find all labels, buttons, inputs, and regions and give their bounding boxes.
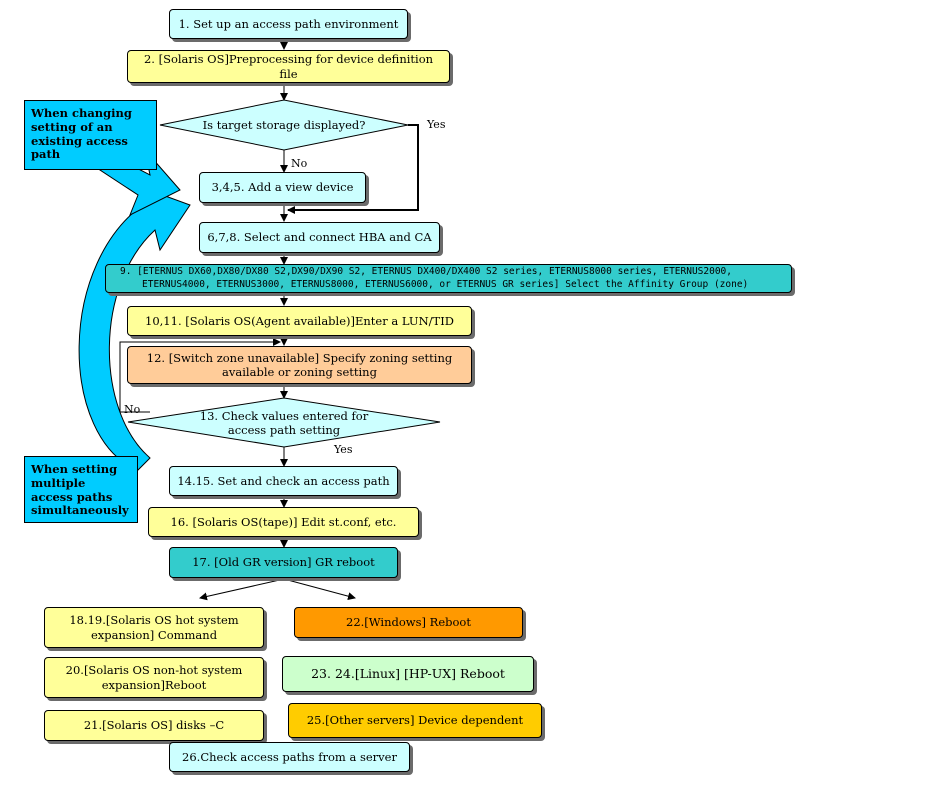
step-1819-box: 18.19.[Solaris OS hot system expansion] … (44, 607, 264, 648)
step-678-box: 6,7,8. Select and connect HBA and CA (199, 222, 440, 253)
callout-changing-setting: When changing setting of an existing acc… (24, 100, 157, 170)
step-1011-box: 10,11. [Solaris OS(Agent available)]Ente… (127, 306, 472, 336)
diamond-check-values-text: 13. Check values entered for access path… (180, 409, 388, 438)
step-2-text: 2. [Solaris OS]Preprocessing for device … (143, 52, 434, 81)
callout-multiple-paths: When setting multiple access paths simul… (24, 456, 138, 523)
step-12-box: 12. [Switch zone unavailable] Specify zo… (127, 346, 472, 384)
step-1819-line2: expansion] Command (90, 627, 218, 642)
step-17-text: 17. [Old GR version] GR reboot (192, 555, 375, 570)
step-2324-text: 23. 24.[Linux] [HP-UX] Reboot (311, 666, 505, 682)
step-1011-text: 10,11. [Solaris OS(Agent available)]Ente… (145, 313, 454, 328)
yes-label-1: Yes (427, 118, 446, 131)
step-678-text: 6,7,8. Select and connect HBA and CA (207, 230, 432, 245)
step-25-text: 25.[Other servers] Device dependent (306, 713, 524, 728)
step-20-box: 20.[Solaris OS non-hot system expansion]… (44, 657, 264, 698)
step-20-line1: 20.[Solaris OS non-hot system (65, 663, 243, 678)
step-16-text: 16. [Solaris OS(tape)] Edit st.conf, etc… (170, 514, 397, 529)
step-12-line2: available or zoning setting (222, 365, 377, 379)
step-26-box: 26.Check access paths from a server (169, 742, 410, 772)
step-25-box: 25.[Other servers] Device dependent (288, 703, 542, 738)
q13-line2: access path setting (227, 423, 341, 438)
step-20-line2: expansion]Reboot (101, 677, 207, 692)
step-1-text: 1. Set up an access path environment (178, 16, 399, 31)
step-1-box: 1. Set up an access path environment (169, 9, 408, 39)
diamond-storage-displayed-text: Is target storage displayed? (202, 118, 366, 132)
step-9-box: 9. [ETERNUS DX60,DX80/DX80 S2,DX90/DX90 … (105, 264, 792, 293)
diamond-check-values (127, 397, 441, 448)
diamond-storage-displayed (159, 99, 409, 151)
step-12-line1: 12. [Switch zone unavailable] Specify zo… (146, 350, 453, 365)
step-9-line2: ETERNUS4000, ETERNUS3000, ETERNUS8000, E… (142, 278, 749, 290)
step-22-text: 22.[Windows] Reboot (346, 615, 471, 630)
step-2-box: 2. [Solaris OS]Preprocessing for device … (127, 50, 450, 83)
step-21-text: 21.[Solaris OS] disks –C (83, 718, 225, 733)
step-21-box: 21.[Solaris OS] disks –C (44, 710, 264, 741)
step-345-text: 3,4,5. Add a view device (211, 180, 354, 195)
no-label-1: No (291, 157, 308, 170)
step-1819-line1: 18.19.[Solaris OS hot system (69, 613, 239, 628)
step-9-line1: 9. [ETERNUS DX60,DX80/DX80 S2,DX90/DX90 … (120, 265, 732, 277)
step-16-box: 16. [Solaris OS(tape)] Edit st.conf, etc… (148, 507, 419, 537)
q13-line1: 13. Check values entered for (199, 409, 369, 423)
step-1415-text: 14.15. Set and check an access path (177, 473, 390, 488)
step-26-text: 26.Check access paths from a server (182, 749, 397, 764)
step-1415-box: 14.15. Set and check an access path (169, 466, 398, 496)
step-17-box: 17. [Old GR version] GR reboot (169, 547, 398, 578)
yes-label-2: Yes (334, 443, 353, 456)
no-label-2: No (124, 403, 141, 416)
step-22-box: 22.[Windows] Reboot (294, 607, 523, 638)
step-2324-box: 23. 24.[Linux] [HP-UX] Reboot (282, 656, 534, 692)
step-345-box: 3,4,5. Add a view device (199, 172, 366, 203)
